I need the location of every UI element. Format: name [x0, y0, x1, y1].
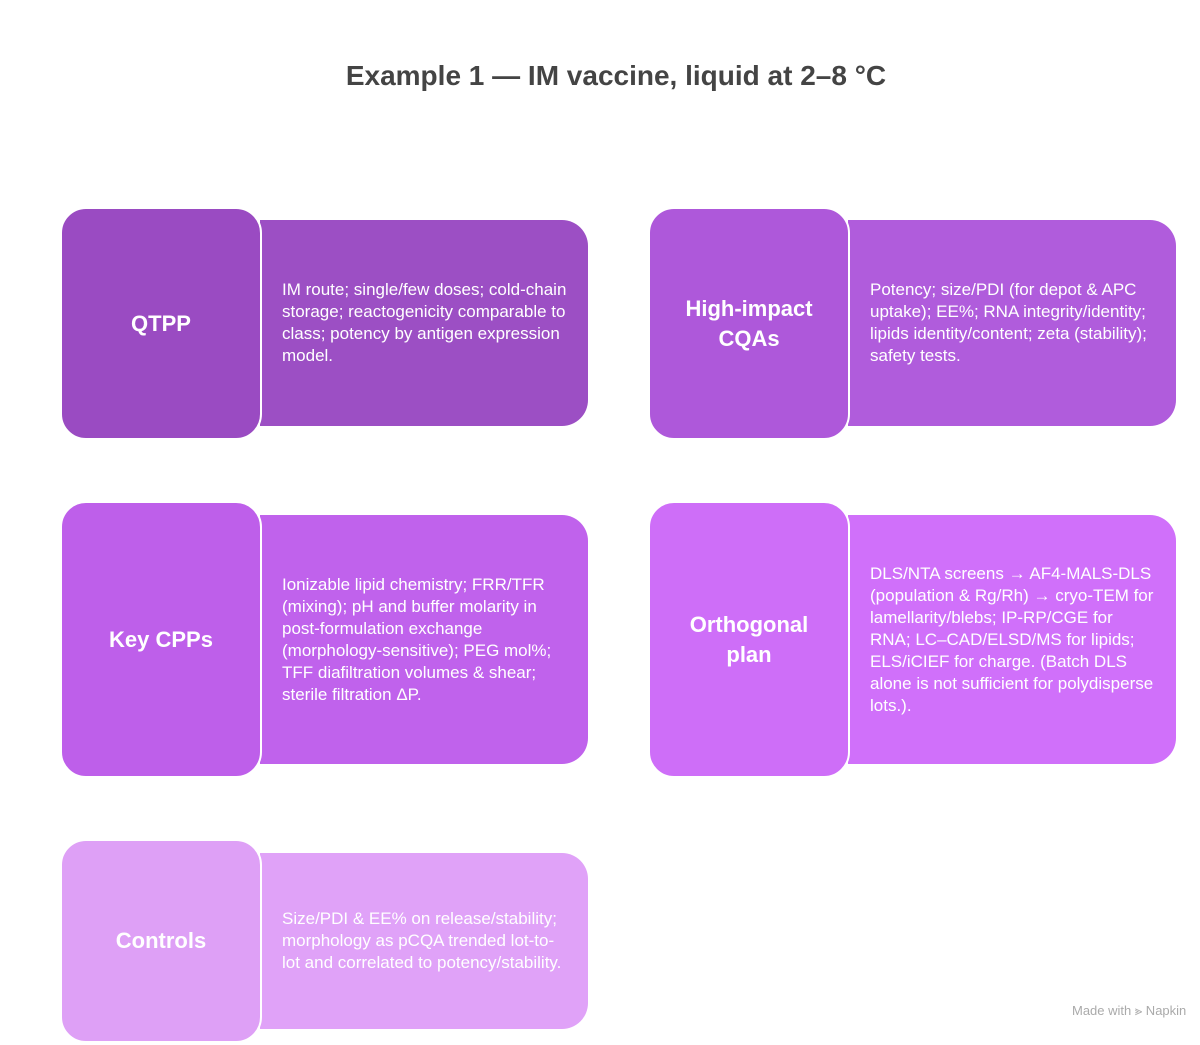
- card-label: QTPP: [60, 207, 262, 440]
- napkin-watermark: Made with ⪢ Napkin: [1072, 1003, 1187, 1018]
- card-text: DLS/NTA screens → AF4-MALS-DLS (populati…: [848, 515, 1176, 764]
- card-text: Size/PDI & EE% on release/stability; mor…: [260, 853, 588, 1029]
- card-text: Ionizable lipid chemistry; FRR/TFR (mixi…: [260, 515, 588, 764]
- card-text: IM route; single/few doses; cold-chain s…: [260, 220, 588, 426]
- card-label: Orthogonal plan: [648, 501, 850, 778]
- card-label: Controls: [60, 839, 262, 1043]
- card-text: Potency; size/PDI (for depot & APC uptak…: [848, 220, 1176, 426]
- card-label: High-impact CQAs: [648, 207, 850, 440]
- card-label: Key CPPs: [60, 501, 262, 778]
- diagram-title: Example 1 — IM vaccine, liquid at 2–8 °C: [345, 60, 887, 91]
